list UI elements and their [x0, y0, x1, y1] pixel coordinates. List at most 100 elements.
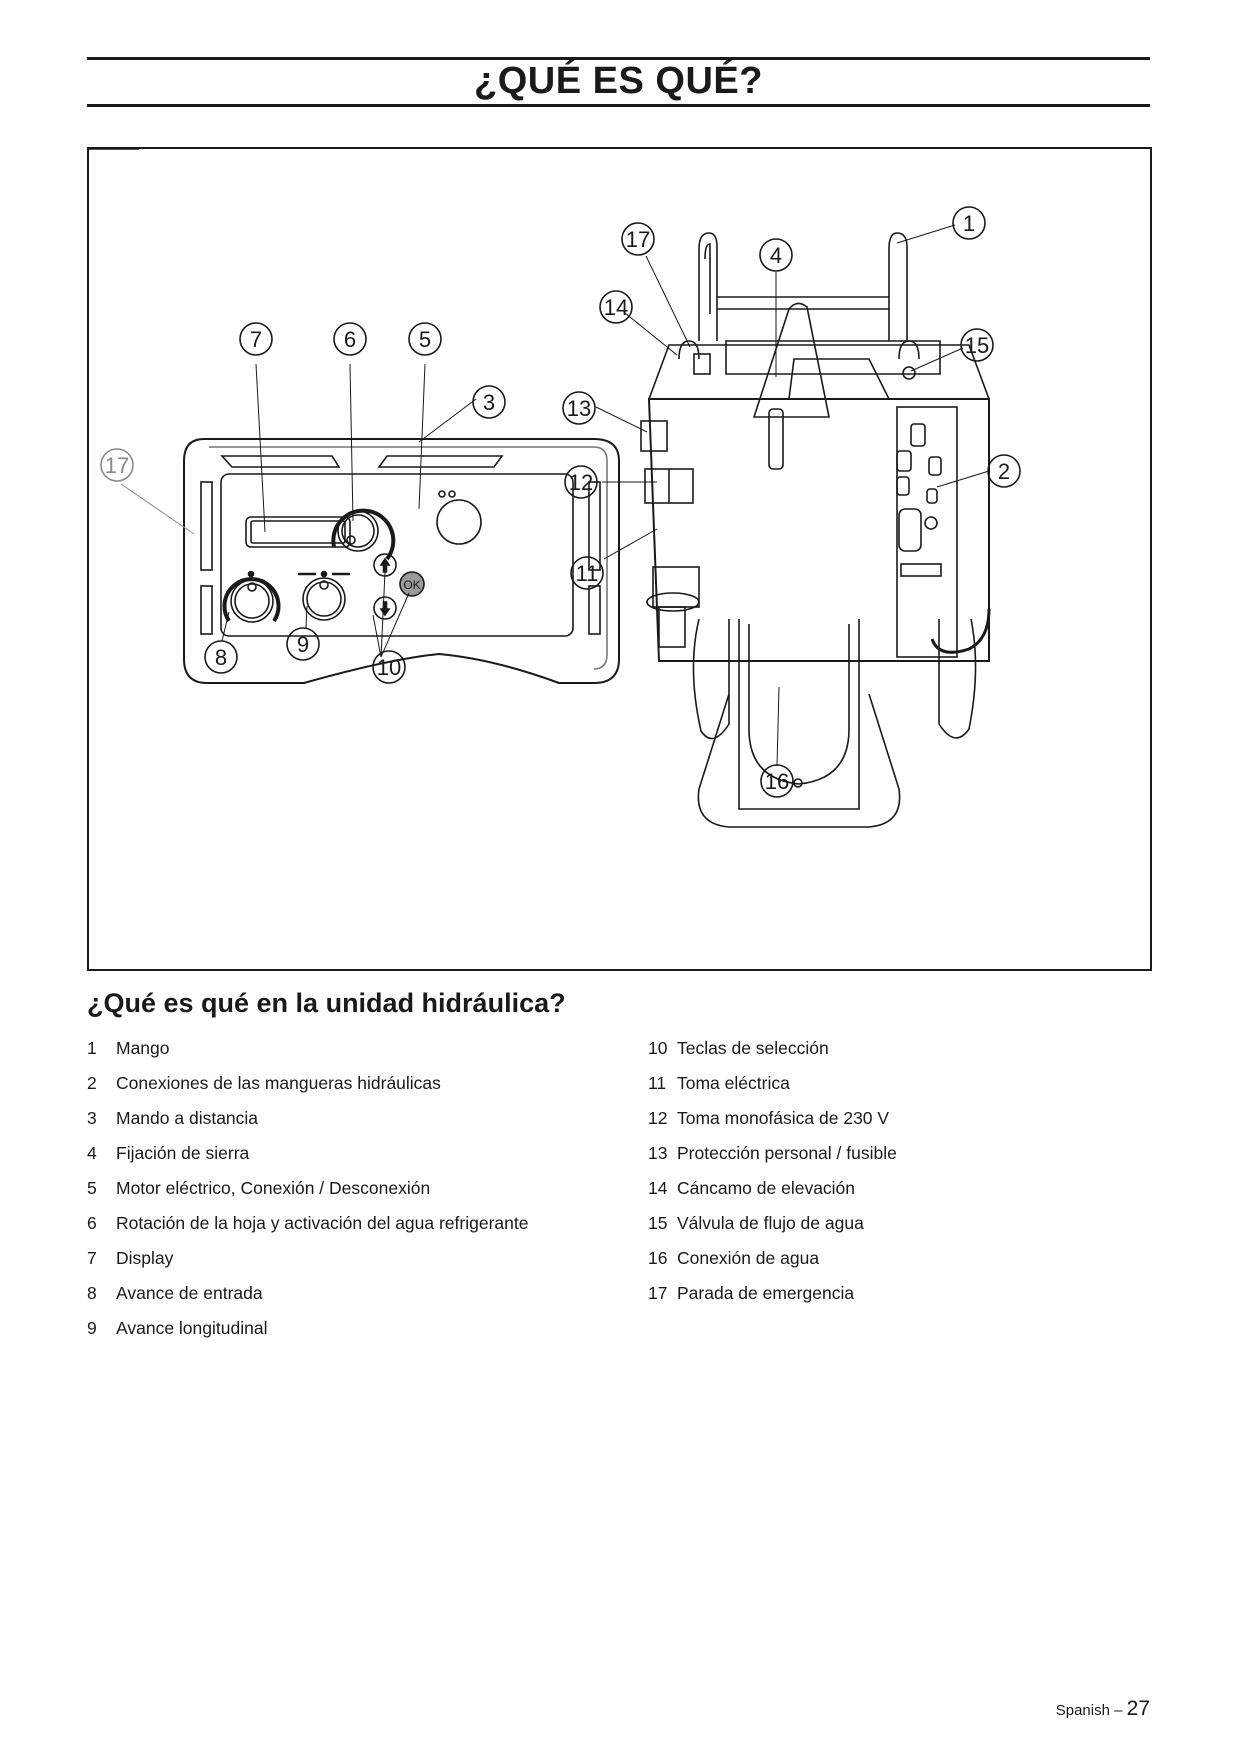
- legend-label: Protección personal / fusible: [677, 1143, 897, 1163]
- knob-6: [337, 510, 379, 552]
- legend-item: 11 Toma eléctrica: [648, 1072, 897, 1107]
- page-title: ¿QUÉ ES QUÉ?: [474, 60, 763, 102]
- legend-label: Rotación de la hoja y activación del agu…: [116, 1213, 529, 1233]
- legend-item: 6 Rotación de la hoja y activación del ag…: [87, 1212, 528, 1247]
- fuse-box: [640, 420, 668, 452]
- water-connection: [793, 778, 803, 788]
- water-valve: [902, 366, 916, 380]
- legend-number: 10: [648, 1038, 668, 1058]
- legend-item: 16 Conexión de agua: [648, 1247, 897, 1282]
- svg-text:9: 9: [297, 632, 309, 657]
- svg-text:8: 8: [215, 645, 227, 670]
- knob-8-scale-arc: [222, 577, 281, 623]
- legend-number: 15: [648, 1213, 668, 1233]
- footer-separator: –: [1114, 1702, 1123, 1719]
- callout-machine-15: 15: [960, 328, 994, 362]
- callout-machine-2: 2: [987, 454, 1021, 488]
- legend-number: 7: [87, 1248, 97, 1268]
- legend-number: 3: [87, 1108, 97, 1128]
- legend-label: Teclas de selección: [677, 1038, 829, 1058]
- svg-text:1: 1: [963, 211, 975, 236]
- legend-item: 4 Fijación de sierra: [87, 1142, 528, 1177]
- legend-number: 11: [648, 1073, 667, 1093]
- remote-vent-left-2: [200, 585, 213, 635]
- level-indicator: [768, 408, 784, 470]
- legend-label: Conexión de agua: [677, 1248, 820, 1268]
- legend-label: Fijación de sierra: [116, 1143, 250, 1163]
- ok-key: [399, 571, 425, 597]
- callout-remote-8: 8: [204, 640, 238, 674]
- figure-svg: OK: [89, 149, 1021, 828]
- svg-text:5: 5: [419, 327, 431, 352]
- legend-item: 14 Cáncamo de elevación: [648, 1177, 897, 1212]
- section-heading: ¿Qué es qué en la unidad hidráulica?: [87, 988, 566, 1018]
- callout-remote-9: 9: [286, 627, 320, 661]
- svg-text:6: 6: [344, 327, 356, 352]
- legend-label: Toma monofásica de 230 V: [677, 1108, 890, 1128]
- unit-body: [647, 398, 990, 662]
- callouts: 7 6 5 3 17 8 9 10 17 4 1 14 15 13 12 2 1…: [100, 206, 1021, 798]
- remote-vent-top-right: [377, 455, 504, 468]
- legend-number: 6: [87, 1213, 97, 1233]
- legend-label: Display: [116, 1248, 174, 1268]
- legend-number: 4: [87, 1143, 97, 1163]
- callout-machine-13: 13: [562, 391, 596, 425]
- legend-label: Parada de emergencia: [677, 1283, 855, 1303]
- remote-control: OK: [89, 149, 620, 684]
- callout-remote-6: 6: [333, 322, 367, 356]
- legend-item: 10 Teclas de selección: [648, 1037, 897, 1072]
- unit-top: [725, 340, 941, 375]
- legend-label: Conexiones de las mangueras hidráulicas: [116, 1073, 441, 1093]
- legend-label: Mango: [116, 1038, 170, 1058]
- callout-remote-10: 10: [372, 650, 406, 684]
- legend-item: 15 Válvula de flujo de agua: [648, 1212, 897, 1247]
- wheel-left: [692, 618, 730, 740]
- svg-text:15: 15: [965, 333, 989, 358]
- knob-8: [230, 579, 274, 623]
- knob-9: [302, 577, 346, 621]
- legend-list-right: 10 Teclas de selección 11 Toma eléctrica 1…: [648, 1037, 897, 1317]
- lifting-eye-right: [898, 340, 920, 360]
- legend-number: 9: [87, 1318, 97, 1338]
- callout-remote-7: 7: [239, 322, 273, 356]
- legend-label: Toma eléctrica: [677, 1073, 790, 1093]
- callout-machine-17: 17: [621, 222, 655, 256]
- saw-fixation: [788, 358, 891, 400]
- remote-inner-rim: [209, 446, 608, 670]
- hydraulic-panel: [896, 406, 958, 658]
- svg-text:13: 13: [567, 396, 591, 421]
- remote-vent-right-1: [588, 481, 601, 571]
- svg-text:7: 7: [250, 327, 262, 352]
- svg-text:4: 4: [770, 243, 782, 268]
- legend-label: Válvula de flujo de agua: [677, 1213, 864, 1233]
- page-number: 27: [1126, 1697, 1150, 1720]
- remote-vent-left-1: [200, 481, 213, 571]
- handle-right: [888, 232, 908, 341]
- remote-face-panel: [220, 473, 574, 637]
- legend-number: 14: [648, 1178, 668, 1198]
- handle-left: [698, 232, 718, 341]
- svg-text:17: 17: [626, 227, 650, 252]
- legend-number: 16: [648, 1248, 668, 1268]
- svg-text:14: 14: [604, 295, 628, 320]
- legend-label: Cáncamo de elevación: [677, 1178, 856, 1198]
- remote-outer-shell: [183, 438, 620, 684]
- motor-switch-5: [436, 499, 482, 545]
- legend-number: 8: [87, 1283, 97, 1303]
- remote-leader-lines: [120, 363, 477, 658]
- legend-item: 8 Avance de entrada: [87, 1282, 528, 1317]
- legend-label: Avance de entrada: [116, 1283, 263, 1303]
- electric-inlet: [652, 566, 700, 608]
- water-tank: [748, 624, 850, 785]
- display-screen-outer: [245, 516, 351, 548]
- callout-machine-1: 1: [952, 206, 986, 240]
